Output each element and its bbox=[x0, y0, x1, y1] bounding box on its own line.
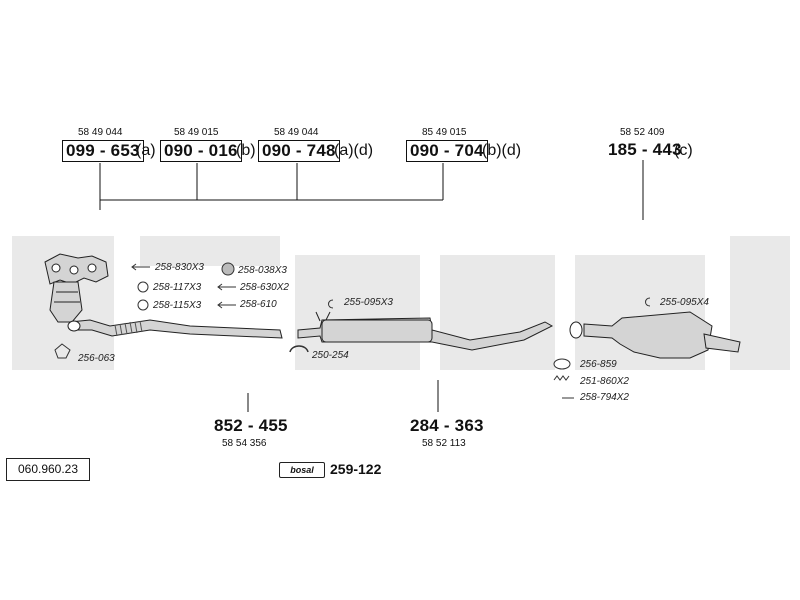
part-code-2: 090 - 016 bbox=[160, 140, 242, 162]
oe-number-2: 58 49 015 bbox=[174, 127, 219, 138]
small-part-label: 258-115X3 bbox=[153, 300, 202, 311]
gasket-icons bbox=[54, 262, 651, 399]
leader-lines bbox=[99, 160, 644, 412]
part-code-rear: 185 - 443 bbox=[608, 140, 682, 159]
kit-code: 259-122 bbox=[330, 461, 382, 477]
part-suffix-rear: (c) bbox=[674, 142, 693, 159]
small-part-label: 258-117X3 bbox=[153, 282, 202, 293]
small-part-label: 255-095X4 bbox=[660, 297, 709, 308]
small-part-label: 258-610 bbox=[240, 299, 277, 310]
part-code-4: 090 - 704 bbox=[406, 140, 488, 162]
small-part-label: 258-830X3 bbox=[155, 262, 204, 273]
part-suffix-3: (a)(d) bbox=[334, 142, 374, 159]
bosal-logo: bosal bbox=[279, 462, 325, 478]
small-part-label: 258-038X3 bbox=[238, 265, 287, 276]
small-part-label: 250-254 bbox=[312, 350, 349, 361]
front-pipe-icon bbox=[67, 319, 283, 339]
part-suffix-4: (b)(d) bbox=[482, 142, 522, 159]
oe-number-rear: 58 52 409 bbox=[620, 127, 665, 138]
oe-number-3: 58 49 044 bbox=[274, 127, 319, 138]
oe-number-front-pipe: 58 54 356 bbox=[222, 438, 267, 449]
centre-muffler-icon bbox=[297, 311, 554, 351]
part-suffix-2: (b) bbox=[236, 142, 256, 159]
small-part-label: 258-630X2 bbox=[240, 282, 289, 293]
catalog-number: 060.960.23 bbox=[6, 458, 90, 481]
manifold-catalyst-icon bbox=[44, 253, 109, 323]
part-code-3: 090 - 748 bbox=[258, 140, 340, 162]
small-part-label: 256-859 bbox=[580, 359, 617, 370]
watermark-block-6 bbox=[730, 236, 790, 370]
small-part-label: 258-794X2 bbox=[580, 392, 629, 403]
small-part-label: 255-095X3 bbox=[344, 297, 393, 308]
rear-muffler-icon bbox=[569, 311, 741, 359]
watermark-block-2 bbox=[140, 236, 280, 266]
part-code-centre-muffler: 284 - 363 bbox=[410, 416, 484, 435]
small-part-label: 251-860X2 bbox=[580, 376, 629, 387]
oe-number-4: 85 49 015 bbox=[422, 127, 467, 138]
bosal-logo-text: bosal bbox=[290, 465, 314, 475]
oe-number-1: 58 49 044 bbox=[78, 127, 123, 138]
watermark-block-4 bbox=[440, 255, 555, 370]
small-part-label: 256-063 bbox=[78, 353, 115, 364]
oe-number-centre-muffler: 58 52 113 bbox=[422, 438, 466, 449]
part-code-front-pipe: 852 - 455 bbox=[214, 416, 288, 435]
part-suffix-1: (a) bbox=[136, 142, 156, 159]
part-code-1: 099 - 653 bbox=[62, 140, 144, 162]
